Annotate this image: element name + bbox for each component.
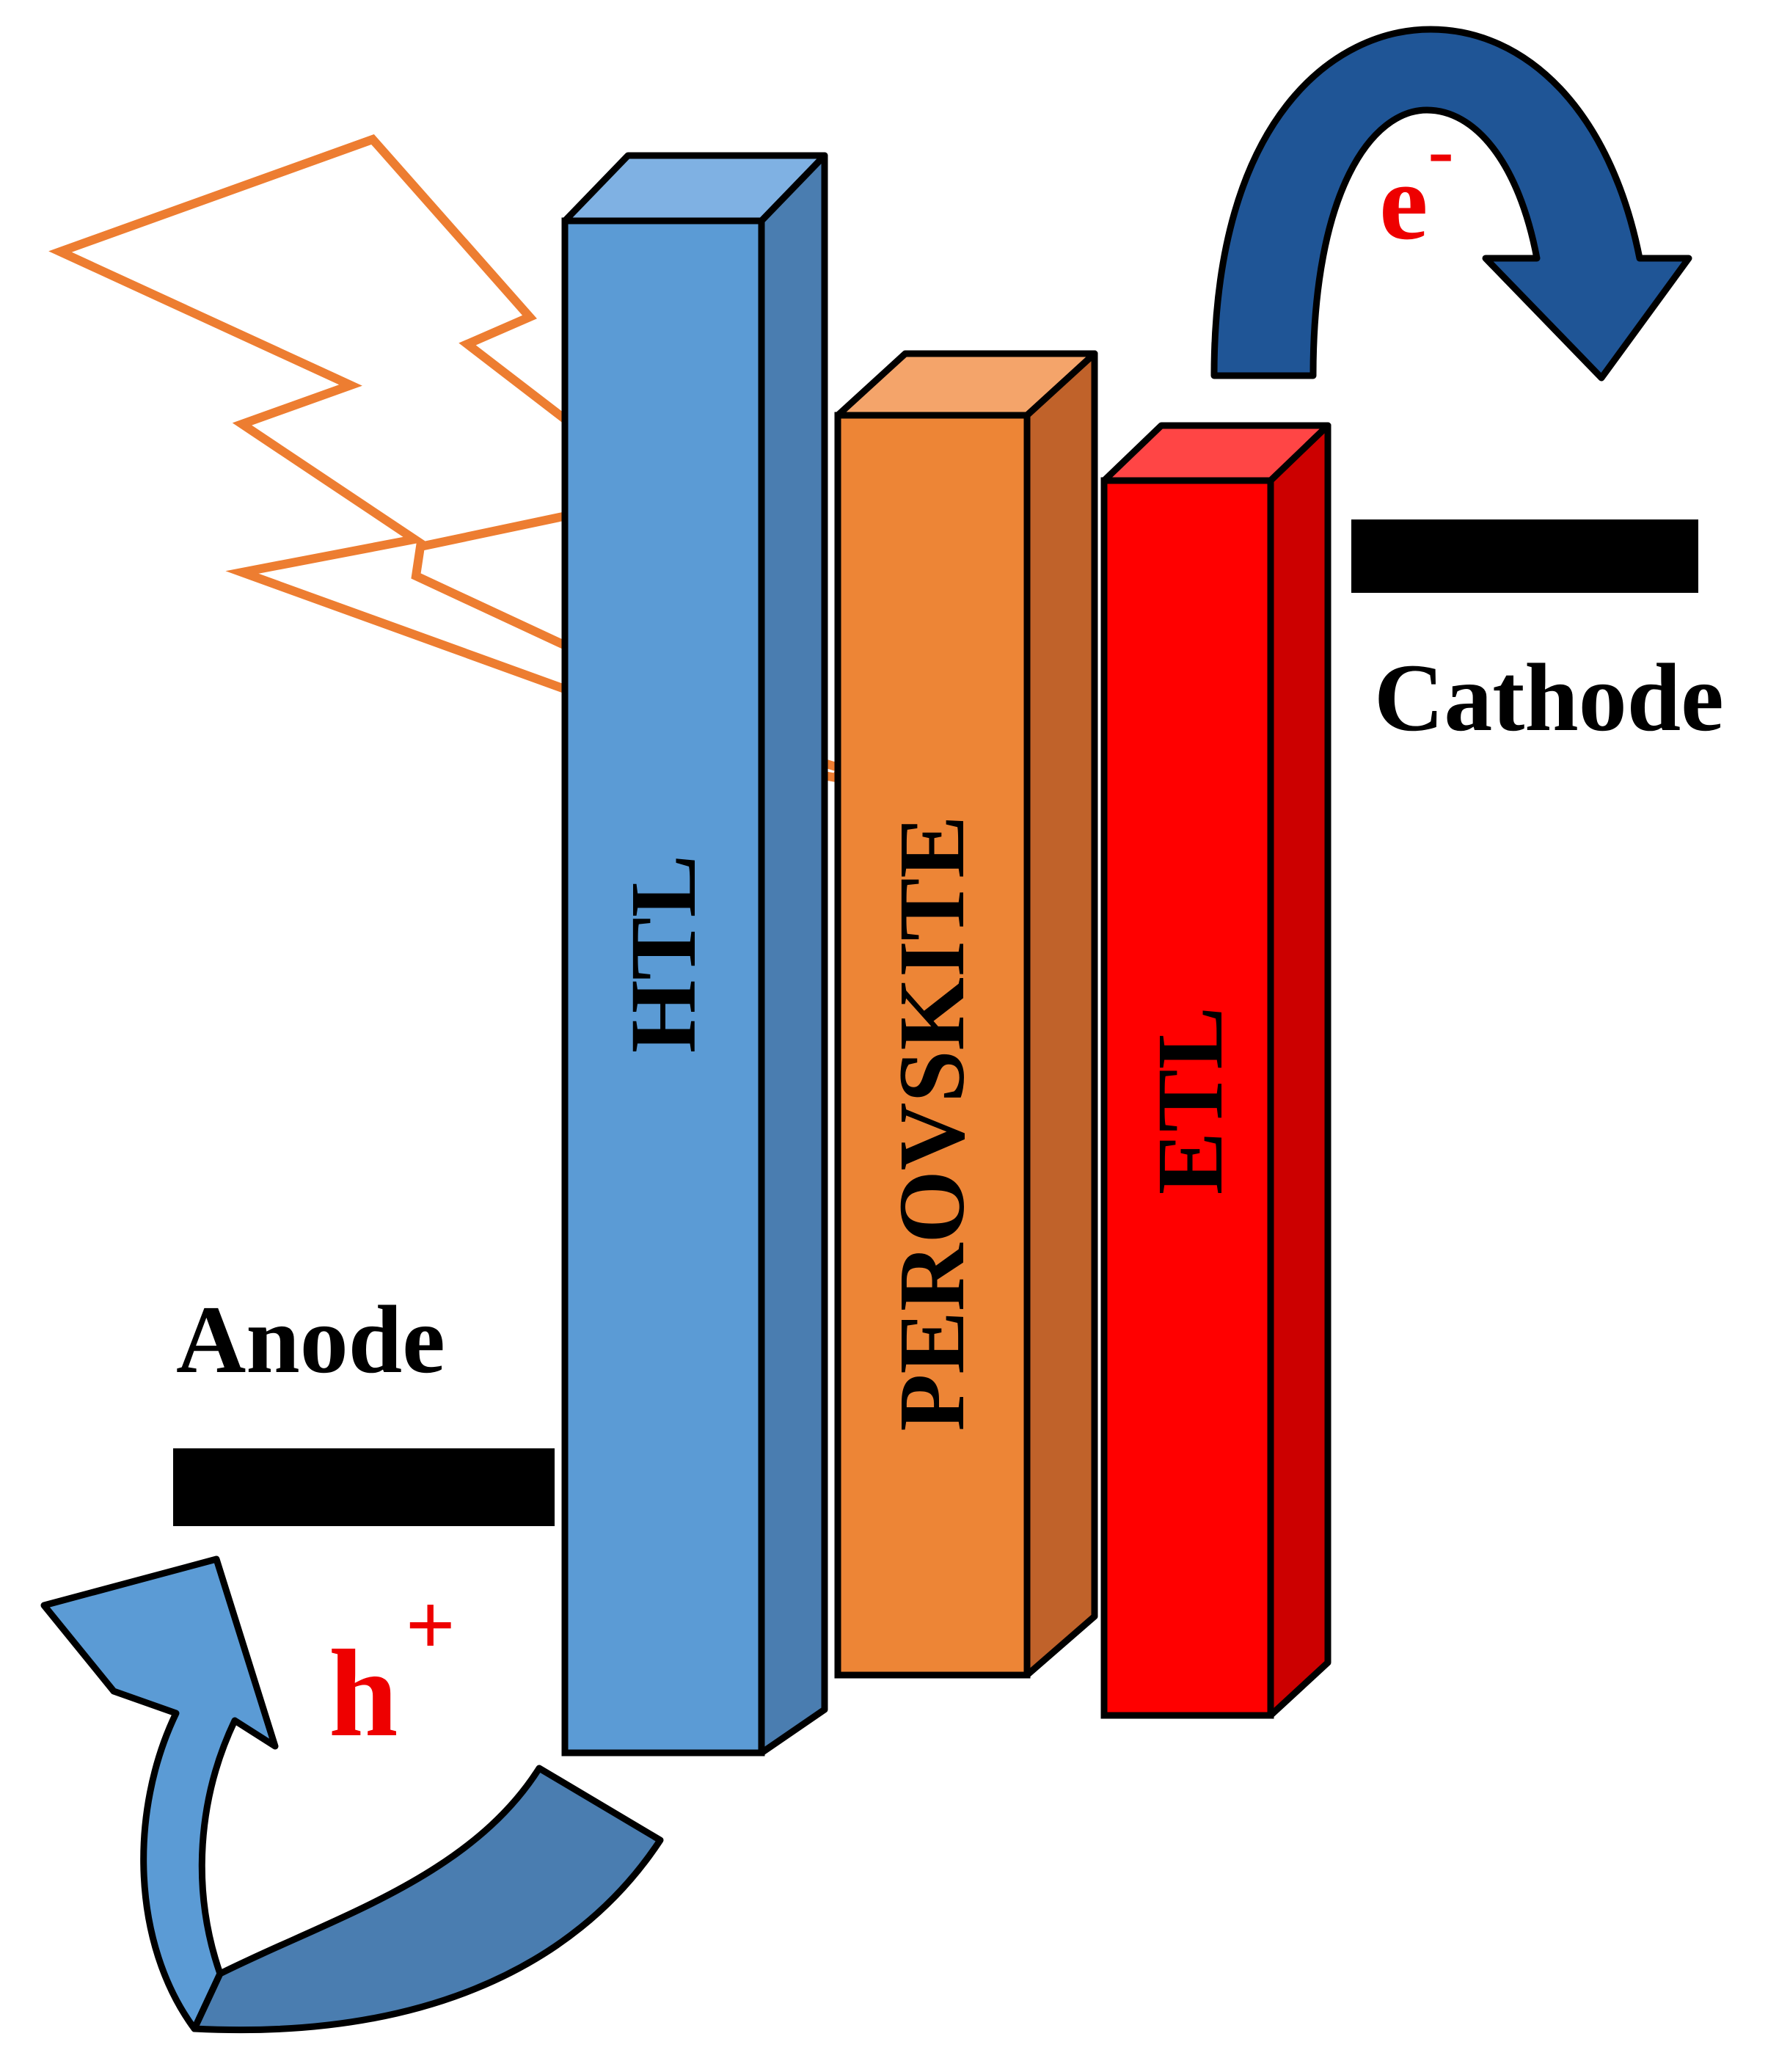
- anode: Anode: [173, 1285, 555, 1526]
- htl-label: HTL: [611, 855, 715, 1053]
- cathode-label: Cathode: [1374, 643, 1724, 751]
- htl-layer: HTL: [561, 152, 828, 1757]
- hole-arrow-tail: [191, 1765, 664, 2034]
- hole-symbol: h: [329, 1624, 398, 1762]
- electron-symbol: e: [1379, 141, 1428, 263]
- perovskite-layer: PEROVSKITE: [834, 350, 1098, 1679]
- cathode-bar: [1351, 519, 1698, 593]
- anode-bar: [173, 1448, 555, 1526]
- etl-label: ETL: [1138, 1007, 1242, 1194]
- cathode: Cathode: [1351, 519, 1724, 751]
- electron-charge: -: [1428, 107, 1454, 193]
- electron-label: e-: [1379, 107, 1454, 263]
- etl-layer: ETL: [1100, 422, 1331, 1719]
- hole-flow-arrow: h+: [40, 1555, 664, 2034]
- hole-charge: +: [406, 1576, 456, 1674]
- hole-label: h+: [329, 1576, 456, 1762]
- electron-flow-arrow: e-: [1210, 26, 1692, 382]
- anode-label: Anode: [176, 1285, 445, 1393]
- curved-arrow-icon: [1210, 26, 1692, 382]
- curved-arrow-icon: [40, 1555, 279, 2032]
- perovskite-label: PEROVSKITE: [880, 815, 984, 1431]
